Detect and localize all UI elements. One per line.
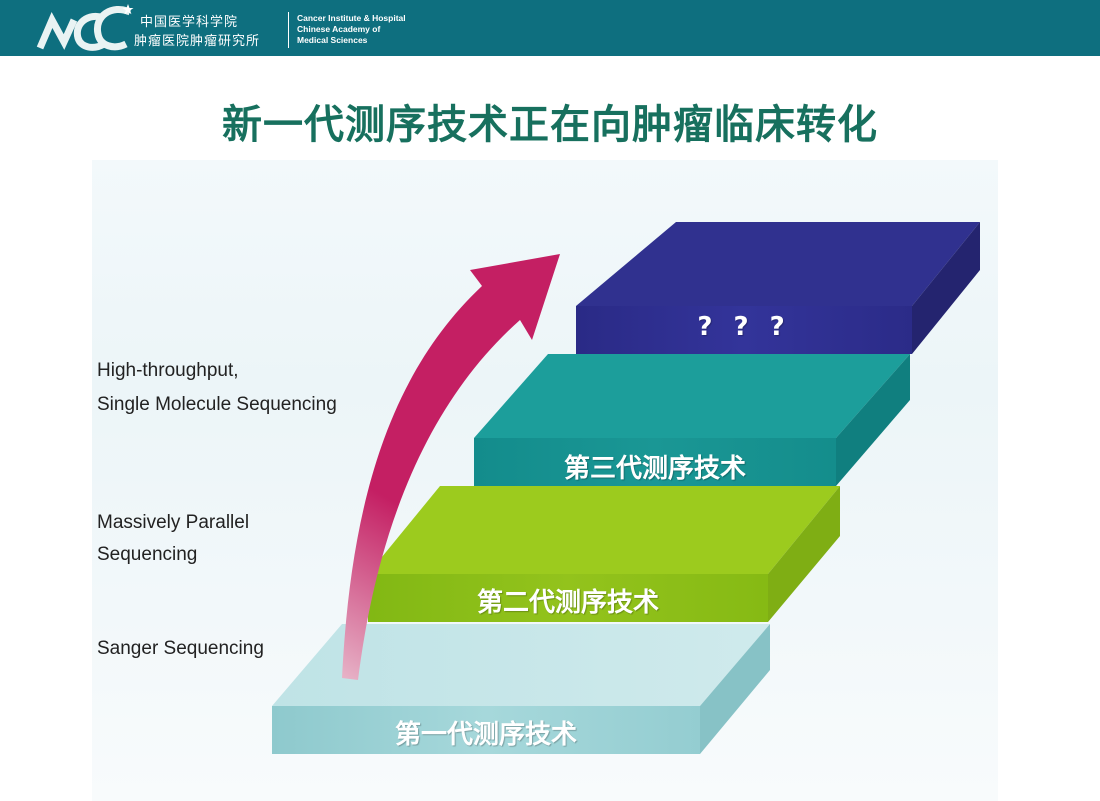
label-second-gen-line1: Massively Parallel bbox=[97, 512, 250, 533]
institute-logo-icon bbox=[36, 4, 134, 51]
label-third-gen-line1: High-throughput, bbox=[97, 360, 239, 381]
step-2-block bbox=[368, 486, 840, 622]
label-second-gen-line2: Sequencing bbox=[97, 544, 198, 565]
step-3-block bbox=[474, 354, 910, 486]
step-1-block bbox=[272, 624, 770, 754]
progress-arrow-icon bbox=[342, 254, 560, 680]
step-4-block bbox=[576, 222, 980, 354]
header-band: 中国医学科学院 肿瘤医院肿瘤研究所 Cancer Institute & Hos… bbox=[0, 0, 1100, 56]
header-divider bbox=[288, 12, 289, 48]
org-name-en-line1: Cancer Institute & Hospital bbox=[297, 13, 406, 23]
label-first-gen: Sanger Sequencing bbox=[97, 638, 264, 659]
step-1-label: 第一代测序技术 bbox=[394, 720, 577, 750]
org-name-cn-line1: 中国医学科学院 bbox=[140, 15, 239, 30]
org-name-cn-line2: 肿瘤医院肿瘤研究所 bbox=[134, 34, 261, 49]
slide-title: 新一代测序技术正在向肿瘤临床转化 bbox=[222, 102, 878, 148]
org-name-en-line2: Chinese Academy of bbox=[297, 24, 381, 34]
step-3-label: 第三代测序技术 bbox=[563, 454, 746, 484]
step-4-label: ? ? ? bbox=[697, 312, 791, 342]
org-name-en-line3: Medical Sciences bbox=[297, 35, 368, 45]
label-third-gen-line2: Single Molecule Sequencing bbox=[97, 394, 337, 415]
step-2-label: 第二代测序技术 bbox=[476, 588, 659, 618]
